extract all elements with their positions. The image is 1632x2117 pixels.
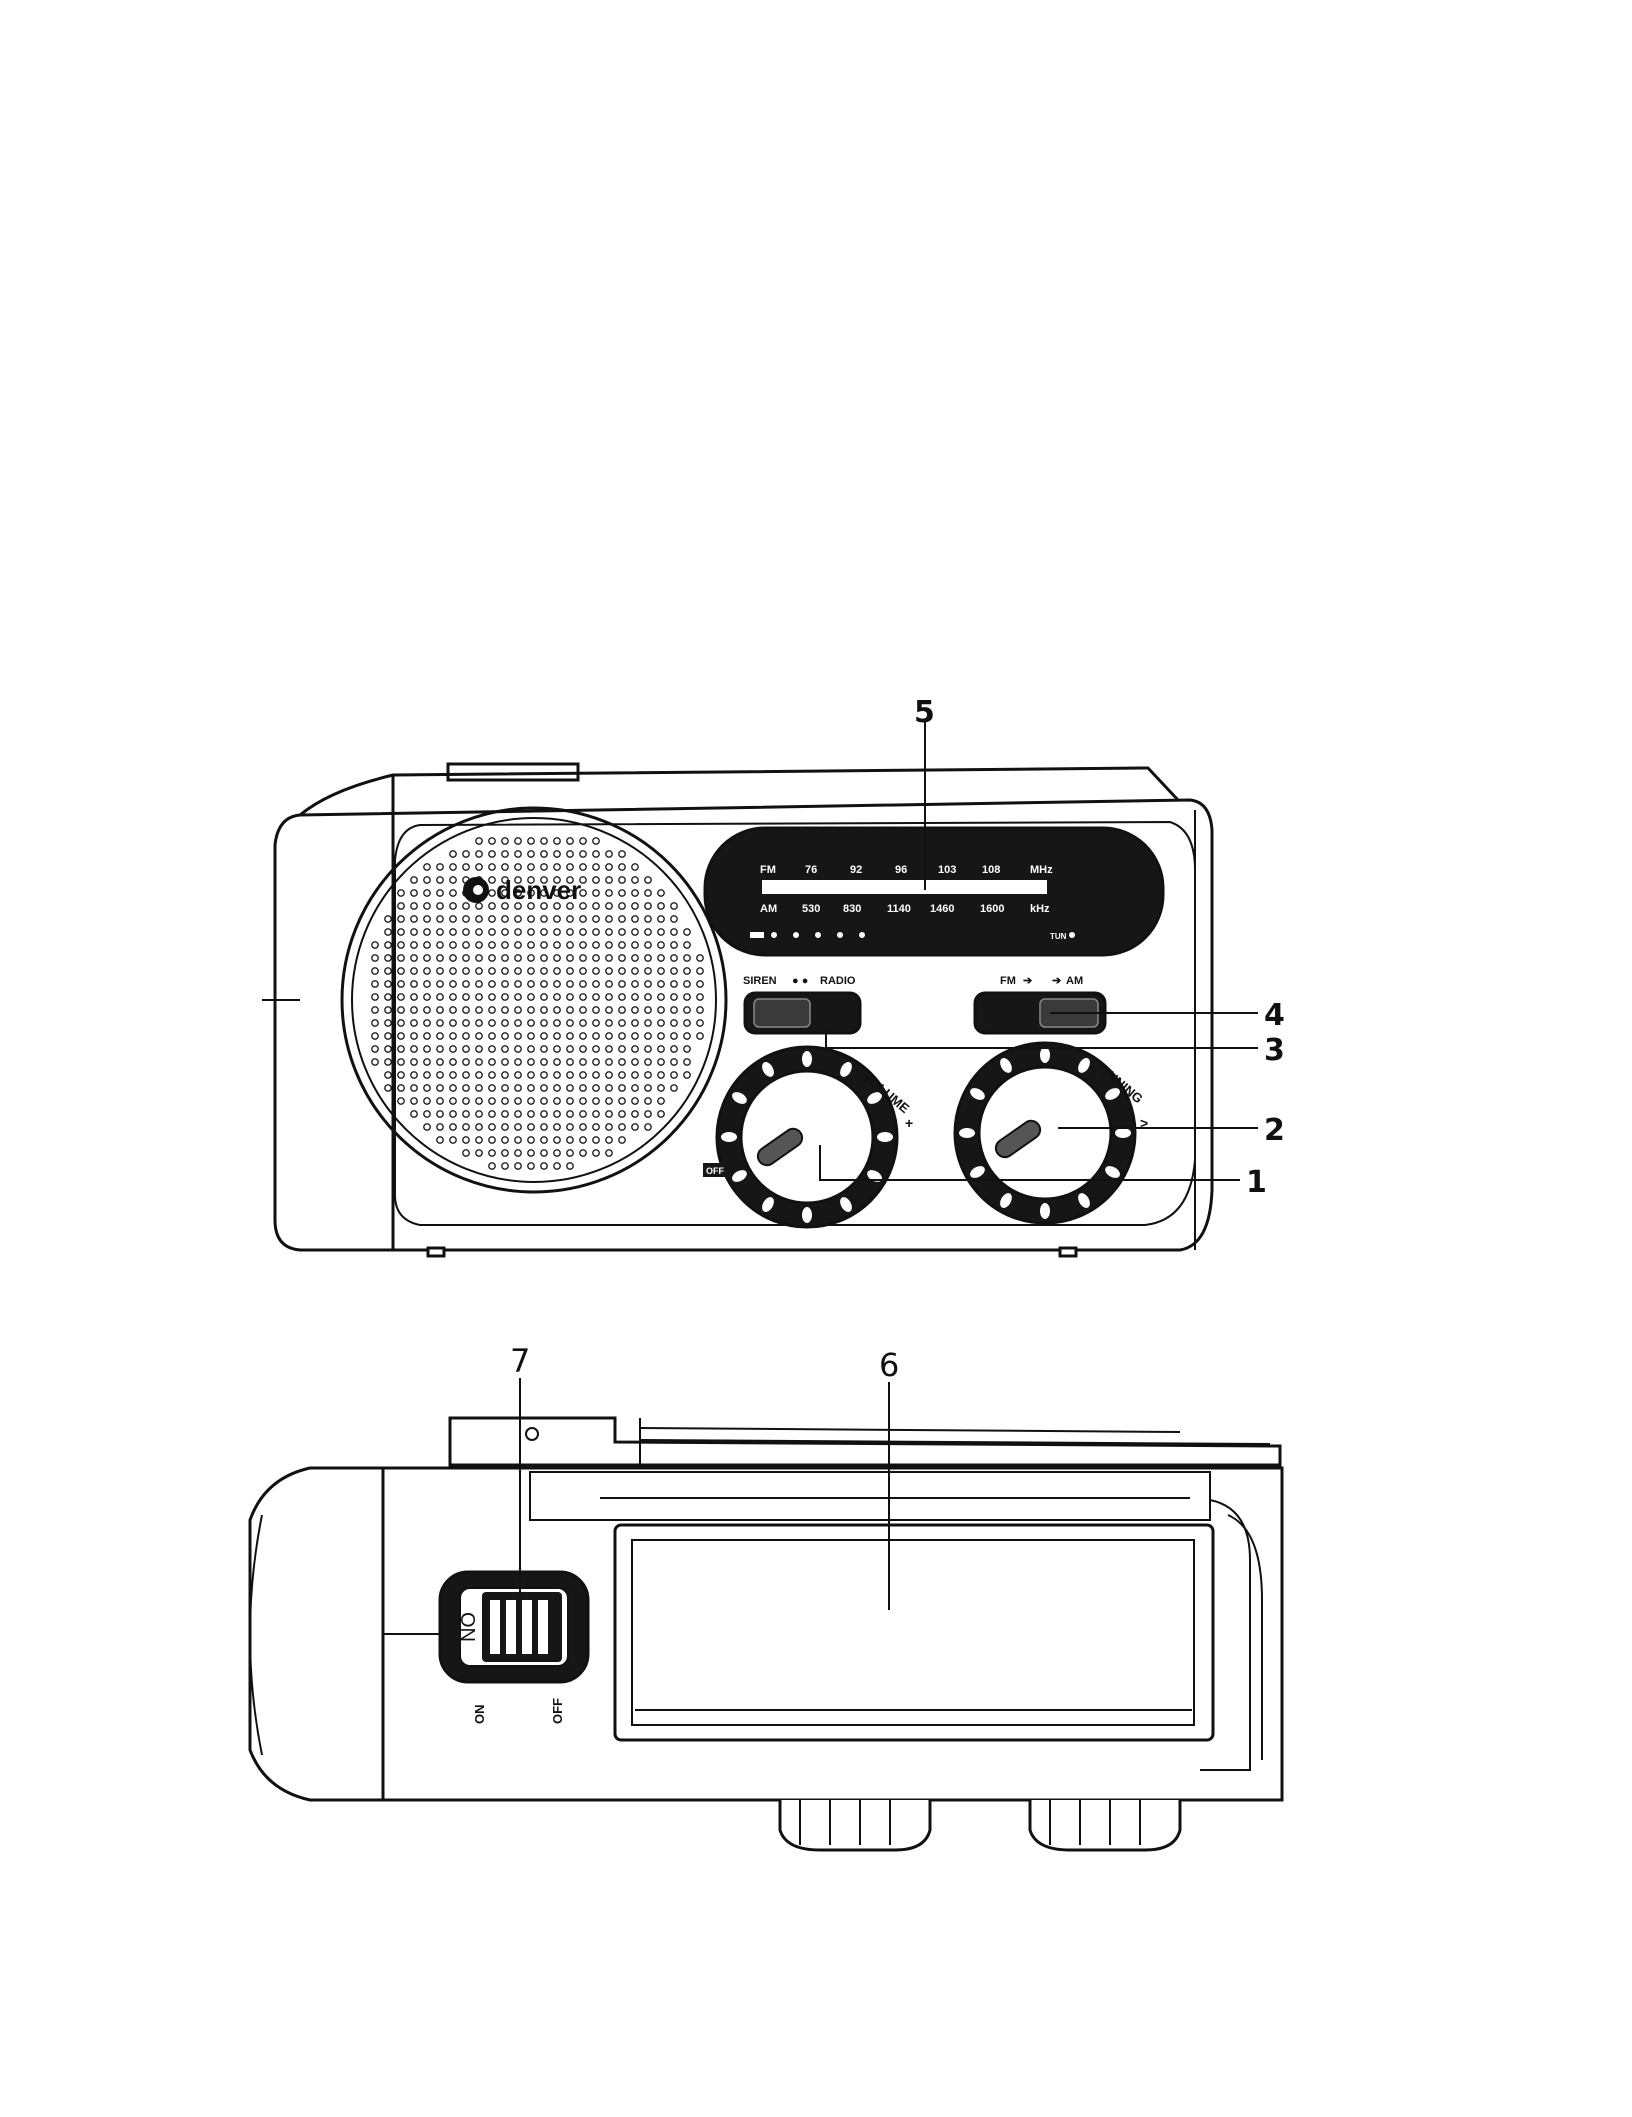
- band-switch-am-label: AM: [1066, 975, 1083, 987]
- mode-switch-radio-label: RADIO: [820, 975, 856, 987]
- fm-scale-1: 92: [850, 864, 862, 876]
- callout-3: 3: [1264, 1033, 1285, 1068]
- knob-grip: [802, 1207, 812, 1223]
- am-scale-4: 1600: [980, 903, 1004, 915]
- fm-scale-4: 108: [982, 864, 1000, 876]
- fm-scale-0: 76: [805, 864, 817, 876]
- fm-scale-3: 103: [938, 864, 956, 876]
- mode-switch-siren-label: SIREN: [743, 975, 777, 987]
- mode-switch[interactable]: SIREN ● ● RADIO: [743, 975, 860, 1033]
- top-end-cap: [250, 1468, 383, 1800]
- knob-grip: [959, 1128, 975, 1138]
- knob-edges: [780, 1800, 1180, 1850]
- dial-pointer-track: [762, 880, 1047, 894]
- tune-label: TUN: [1050, 932, 1067, 941]
- volume-plus: +: [905, 1115, 913, 1131]
- fm-scale-2: 96: [895, 864, 907, 876]
- brand-name: denver: [496, 875, 581, 905]
- callout-5: 5: [914, 695, 935, 730]
- knob-grip: [877, 1132, 893, 1142]
- knob-grip: [1115, 1128, 1131, 1138]
- callout-1: 1: [1246, 1165, 1267, 1200]
- band-switch-fm-label: FM: [1000, 975, 1016, 987]
- knob-grip: [721, 1132, 737, 1142]
- svg-text:● ●: ● ●: [792, 975, 808, 987]
- power-switch-on-position: ON: [472, 1705, 487, 1725]
- am-scale-0: 530: [802, 903, 820, 915]
- top-view: ON ON OFF 7 6: [250, 1342, 1282, 1850]
- knob-grip: [1040, 1047, 1050, 1063]
- am-scale-3: 1460: [930, 903, 954, 915]
- fm-label: FM: [760, 864, 776, 876]
- callout-6: 6: [879, 1346, 899, 1384]
- svg-text:➔: ➔: [1052, 975, 1062, 987]
- volume-off-label: OFF: [706, 1166, 724, 1176]
- tuning-display: FM 76 92 96 103 108 MHz AM 530 830 1140 …: [705, 828, 1163, 955]
- brand-logo: denver: [463, 875, 581, 905]
- knob-grip: [1040, 1203, 1050, 1219]
- callout-7: 7: [510, 1342, 530, 1380]
- svg-text:➔: ➔: [1023, 975, 1033, 987]
- callout-4: 4: [1264, 998, 1285, 1033]
- knob-grip: [802, 1051, 812, 1067]
- volume-knob-cap: [741, 1071, 873, 1203]
- battery-indicator: [750, 932, 764, 938]
- am-unit: kHz: [1030, 903, 1050, 915]
- mode-switch-knob[interactable]: [754, 999, 810, 1027]
- tune-led: [1069, 932, 1075, 938]
- am-label: AM: [760, 903, 777, 915]
- power-switch-on-label: ON: [456, 1612, 478, 1642]
- am-scale-1: 830: [843, 903, 861, 915]
- power-switch-off-position: OFF: [550, 1698, 565, 1724]
- front-view: denver FM 76 92 96 103 108 MHz AM 530 83…: [262, 695, 1285, 1256]
- am-scale-2: 1140: [887, 903, 911, 915]
- fm-unit: MHz: [1030, 864, 1053, 876]
- callout-2: 2: [1264, 1113, 1285, 1148]
